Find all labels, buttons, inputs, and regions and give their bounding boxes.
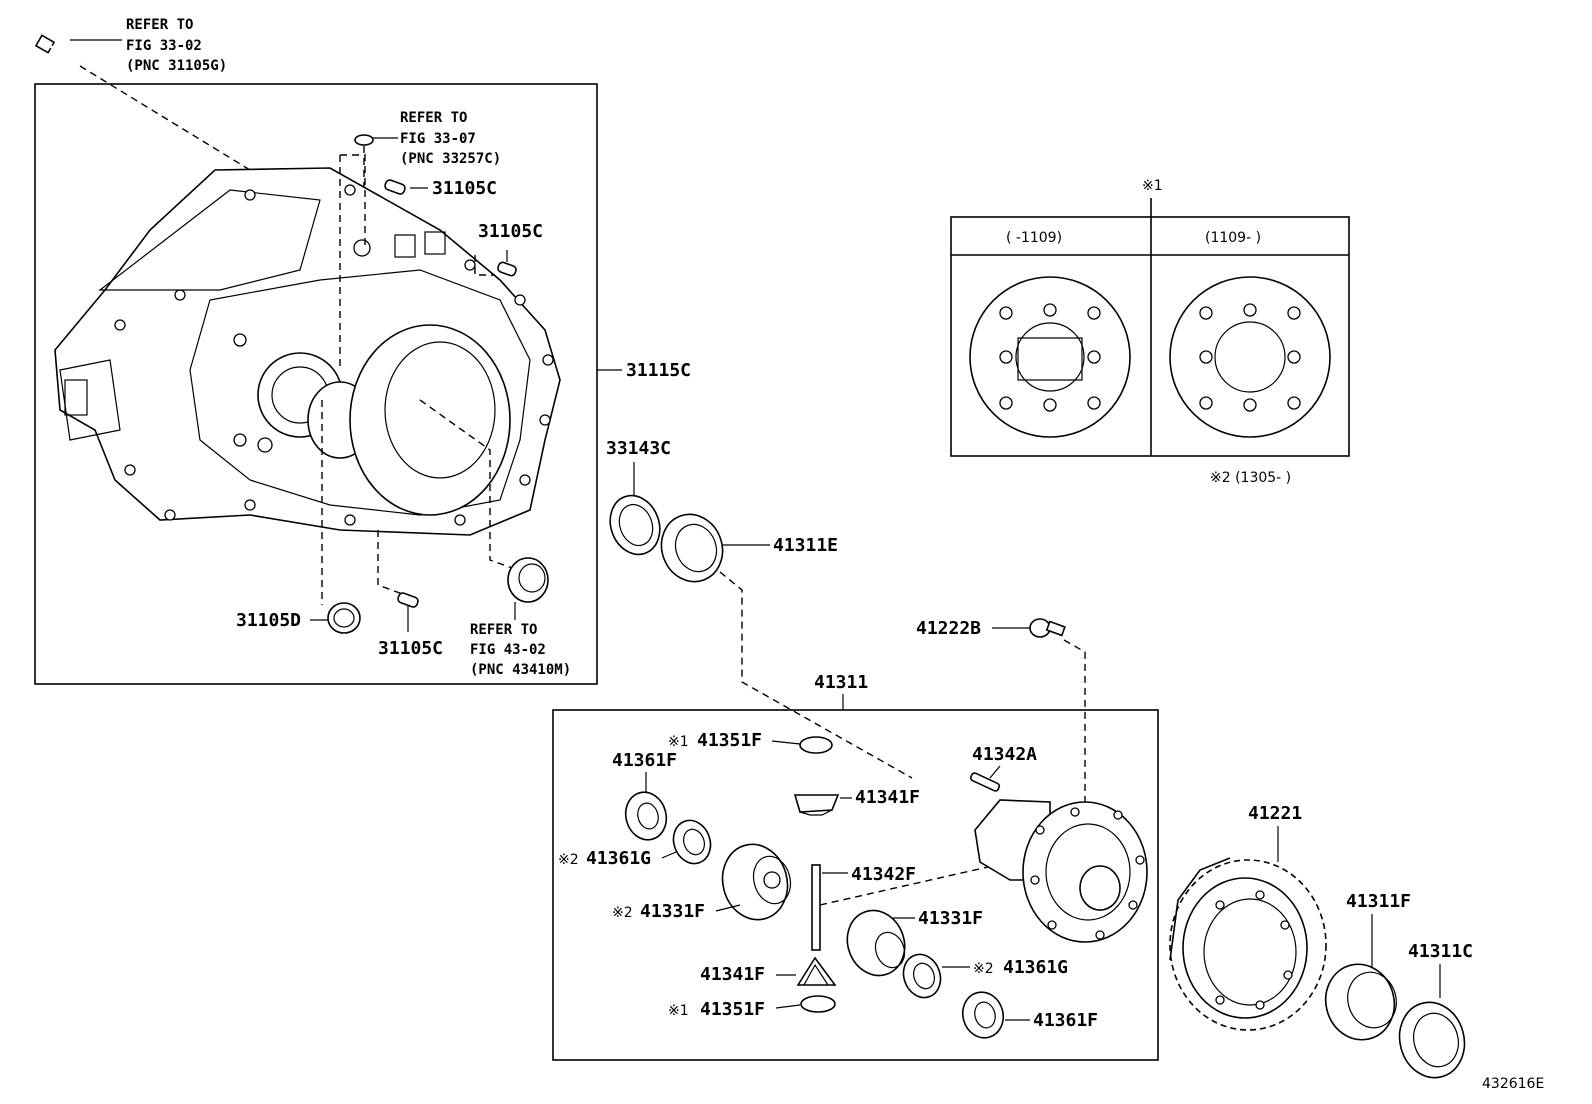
label-31115C: 31115C — [626, 360, 691, 381]
label-41351F-top: 41351F — [697, 730, 762, 751]
differential-case[interactable] — [974, 799, 1148, 943]
mark-1-top: ※1 — [668, 734, 689, 750]
ref-top-cap-line2: FIG 33-07 — [400, 131, 476, 147]
bolt-41222B[interactable] — [1029, 618, 1066, 638]
transaxle-case-31115C[interactable] — [54, 167, 561, 536]
ref-top-bolt-line2: FIG 33-02 — [126, 38, 202, 54]
bolt-pattern-right — [1169, 276, 1331, 438]
label-33143C: 33143C — [606, 438, 671, 459]
label-31105C-c: 31105C — [378, 638, 443, 659]
washer-41351F-bottom[interactable] — [800, 995, 836, 1013]
label-41222B: 41222B — [916, 618, 981, 639]
shaft-41342F[interactable] — [811, 864, 821, 951]
washer-41361F-left[interactable] — [620, 788, 671, 845]
mark-1-bottom: ※1 — [668, 1003, 689, 1019]
inset-col-right: (1109- ) — [1205, 230, 1261, 246]
side-gear-41331F-left[interactable] — [714, 837, 795, 927]
label-41311: 41311 — [814, 672, 868, 693]
bearing-41311E[interactable] — [652, 506, 732, 590]
label-41361F-right: 41361F — [1033, 1010, 1098, 1031]
inset-col-left: ( -1109) — [1006, 230, 1062, 246]
label-41221: 41221 — [1248, 803, 1302, 824]
pinion-41341F-top[interactable] — [793, 794, 840, 816]
label-31105D: 31105D — [236, 610, 301, 631]
seal-43410M[interactable] — [507, 557, 549, 603]
label-41331F-left: 41331F — [640, 901, 705, 922]
cap-33257C[interactable] — [354, 134, 374, 146]
differential-group: 41311 ※1 41351F 41361F 41341F ※2 41361G — [552, 672, 1159, 1061]
label-41342F: 41342F — [851, 864, 916, 885]
label-41342A: 41342A — [972, 744, 1037, 765]
ring-gear-41221[interactable] — [1169, 857, 1327, 1031]
pin-31105C-c[interactable] — [397, 592, 419, 608]
pin-31105C-b[interactable] — [497, 261, 517, 277]
ref-bottom-seal-line1: REFER TO — [470, 622, 537, 638]
bolt-31105G[interactable] — [34, 34, 81, 66]
label-41341F-top: 41341F — [855, 787, 920, 808]
washer-41351F-top[interactable] — [799, 736, 833, 754]
case-group: REFER TO FIG 33-02 (PNC 31105G) REFER TO… — [34, 17, 691, 685]
bolt-pattern-inset: ※1 ( -1109) (1109- ) ※2 (1305- ) — [950, 178, 1350, 486]
bolt-pattern-left — [969, 276, 1131, 438]
label-41361G-right: 41361G — [1003, 957, 1068, 978]
washer-41361F-right[interactable] — [958, 988, 1009, 1043]
label-41361F-left: 41361F — [612, 750, 677, 771]
ring-gear-group: 41221 41311F 41311C — [1169, 803, 1473, 1085]
label-31105C-b: 31105C — [478, 221, 543, 242]
ref-top-cap-line1: REFER TO — [400, 110, 467, 126]
label-41311F: 41311F — [1346, 891, 1411, 912]
bolt-41222B-group: 41222B — [916, 618, 1086, 815]
label-41341F-bottom: 41341F — [700, 964, 765, 985]
side-gear-41331F-right[interactable] — [838, 902, 913, 983]
ref-top-bolt-line3: (PNC 31105G) — [126, 58, 227, 74]
label-41311E: 41311E — [773, 535, 838, 556]
ref-bottom-seal-line2: FIG 43-02 — [470, 642, 546, 658]
diagram-id: 432616E — [1482, 1076, 1544, 1092]
ref-bottom-seal-line3: (PNC 43410M) — [470, 662, 571, 678]
seal-33143C[interactable] — [602, 489, 668, 562]
inset-frame — [950, 216, 1350, 457]
mark-2-left-top: ※2 — [558, 852, 579, 868]
dash-top-bolt — [79, 65, 251, 171]
pin-31105C-a[interactable] — [384, 179, 406, 195]
differential-group-frame — [552, 709, 1159, 1061]
seal-31105D[interactable] — [327, 602, 361, 634]
label-41331F-right: 41331F — [918, 908, 983, 929]
inset-footer-note: ※2 (1305- ) — [1210, 470, 1291, 486]
ref-top-cap-line3: (PNC 33257C) — [400, 151, 501, 167]
mark-2-left-bot: ※2 — [612, 905, 633, 921]
ref-top-bolt-line1: REFER TO — [126, 17, 193, 33]
label-41351F-bottom: 41351F — [700, 999, 765, 1020]
washer-41361G-left[interactable] — [668, 815, 717, 869]
mark-2-right: ※2 — [973, 961, 994, 977]
pin-41342A[interactable] — [969, 772, 1001, 792]
label-41311C: 41311C — [1408, 941, 1473, 962]
label-41361G-left: 41361G — [586, 848, 651, 869]
label-31105C-a: 31105C — [432, 178, 497, 199]
pinion-41341F-bottom[interactable] — [796, 956, 837, 986]
inset-title-mark: ※1 — [1142, 178, 1163, 194]
bearing-group: 33143C 41311E — [602, 438, 913, 779]
washer-41361G-right[interactable] — [898, 949, 947, 1003]
race-41311C[interactable] — [1391, 995, 1472, 1085]
case-group-frame — [34, 83, 598, 685]
bearing-41311F[interactable] — [1317, 956, 1402, 1047]
